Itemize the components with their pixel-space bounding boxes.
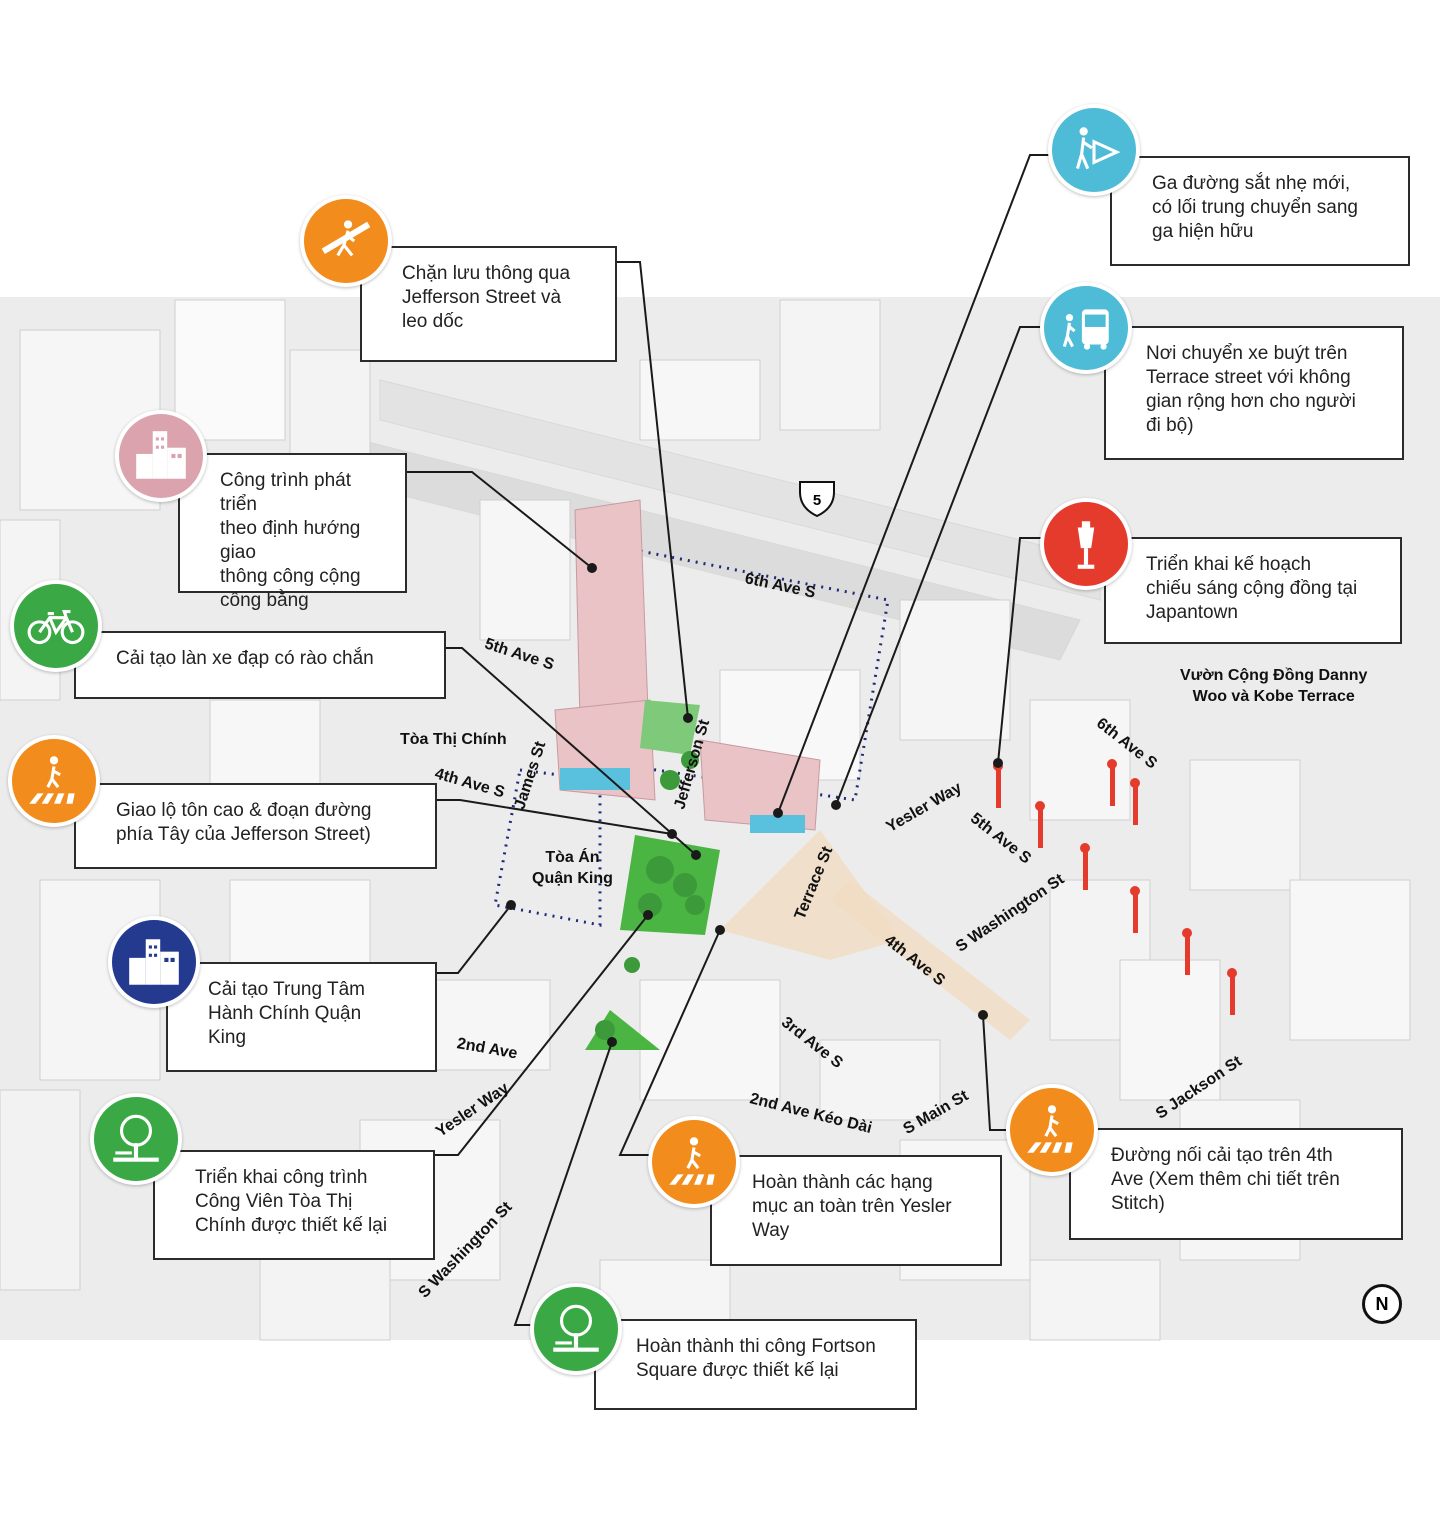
- place-label-courthouse: Tòa Án Quận King: [532, 849, 613, 887]
- tod-buildings: [554, 499, 821, 831]
- station-blue: [560, 768, 630, 790]
- callout-jefferson-close: Chặn lưu thông qua Jefferson Street và l…: [360, 246, 617, 362]
- place-label-city-hall: Tòa Thị Chính: [400, 731, 507, 748]
- park-trees: [595, 751, 705, 1040]
- callout-city-hall-park: Triển khai công trình Công Viên Tòa Thị …: [153, 1150, 435, 1260]
- crosswalk-icon: [1006, 1084, 1098, 1176]
- svg-text:5: 5: [813, 492, 821, 509]
- callout-civic-center: Cải tạo Trung Tâm Hành Chính Quận King: [166, 962, 437, 1072]
- compass-label: N: [1375, 1293, 1389, 1314]
- callout-fourth-ave: Đường nối cải tạo trên 4th Ave (Xem thêm…: [1069, 1128, 1403, 1240]
- terrace-plaza: [720, 830, 900, 960]
- station-blue-2: [750, 815, 805, 833]
- callout-lighting: Triển khai kế hoạch chiếu sáng cộng đồng…: [1104, 537, 1402, 644]
- callout-raised-intersection: Giao lộ tôn cao & đoạn đường phía Tây củ…: [74, 783, 437, 869]
- north-arrow-icon: N: [1362, 1284, 1402, 1324]
- civic-buildings-icon: [108, 916, 200, 1008]
- callout-yesler-safety: Hoàn thành các hạng mục an toàn trên Yes…: [710, 1155, 1002, 1266]
- green-plaza: [640, 700, 700, 755]
- bus-pedestrian-icon: [1040, 282, 1132, 374]
- crosswalk-icon: [8, 735, 100, 827]
- japantown-lamps: [993, 759, 1237, 1015]
- crosswalk-icon: [648, 1116, 740, 1208]
- roads: [339, 379, 1101, 661]
- callout-tod: Công trình phát triển theo định hướng gi…: [178, 453, 407, 611]
- callout-fortson: Hoàn thành thi công Fortson Square được …: [594, 1319, 917, 1410]
- fourth-ave-corridor: [830, 880, 1030, 1040]
- bicycle-icon: [10, 580, 102, 672]
- park-tree-icon: [530, 1283, 622, 1375]
- pedestrian-ramp-icon: [300, 195, 392, 287]
- place-label-danny-woo: Vườn Cộng Đồng Danny Woo và Kobe Terrace: [1180, 667, 1368, 705]
- callout-light-rail: Ga đường sắt nhẹ mới, có lối trung chuyể…: [1110, 156, 1410, 266]
- street-lamp-icon: [1040, 498, 1132, 590]
- callout-bike-lane: Cải tạo làn xe đạp có rào chắn: [74, 631, 446, 699]
- park-tree-icon: [90, 1093, 182, 1185]
- fortson-square: [585, 1010, 660, 1050]
- pedestrian-transfer-icon: [1048, 104, 1140, 196]
- callout-bus-transfer: Nơi chuyển xe buýt trên Terrace street v…: [1104, 326, 1404, 460]
- i5-shield: 5: [799, 481, 835, 518]
- city-hall-park: [620, 835, 720, 935]
- buildings-icon: [115, 410, 207, 502]
- leader-dots: [506, 563, 1003, 1047]
- site-boundary-lower: [493, 768, 602, 927]
